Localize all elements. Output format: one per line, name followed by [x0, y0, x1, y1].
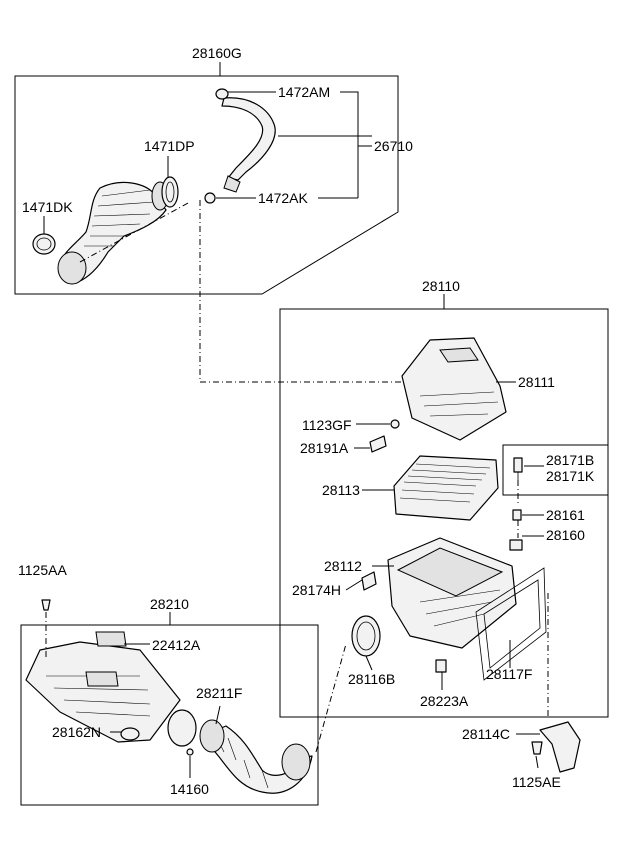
bolt-1125AA [41, 599, 51, 611]
part-label-1472AM: 1472AM [278, 84, 330, 100]
part-label-1472AK: 1472AK [258, 190, 308, 206]
part-label-28110: 28110 [422, 278, 460, 294]
duct-28116B [351, 615, 381, 657]
leader-1472AM [228, 91, 359, 198]
sensor-28171B [513, 457, 523, 480]
clamp-1472AM [215, 88, 229, 100]
breather-hose-26710 [221, 97, 276, 193]
air-filter-element-28113 [393, 455, 499, 521]
clamp-1471DK [32, 233, 56, 255]
part-label-1125AA: 1125AA [18, 562, 67, 578]
rubber-mount-28160 [509, 539, 523, 551]
hose-28211F [199, 719, 313, 794]
part-label-26710: 26710 [374, 138, 413, 154]
part-label-28171K: 28171K [546, 468, 595, 484]
part-label-28160G: 28160G [192, 45, 242, 61]
part-label-1471DP: 1471DP [144, 138, 195, 154]
part-label-28116B: 28116B [348, 671, 395, 687]
leader-1125AE [535, 755, 539, 769]
part-label-28211F: 28211F [196, 685, 242, 701]
part-label-1471DK: 1471DK [22, 199, 73, 215]
part-label-28114C: 28114C [462, 726, 510, 742]
label-22412A [85, 631, 127, 687]
bolt-1125AE [531, 741, 543, 755]
part-label-28223A: 28223A [420, 693, 469, 709]
air-duct-28210 [25, 641, 181, 743]
part-label-28162N: 28162N [52, 724, 101, 740]
assembly-frame-28160G [14, 75, 399, 295]
bracket-28223A [435, 659, 447, 673]
part-label-28112: 28112 [324, 558, 362, 574]
part-label-28191A: 28191A [300, 440, 349, 456]
air-cleaner-cover-28111 [401, 337, 507, 441]
part-label-22412A: 22412A [152, 637, 201, 653]
part-label-1123GF: 1123GF [302, 417, 352, 433]
part-label-28171B: 28171B [546, 452, 594, 468]
part-label-28174H: 28174H [292, 582, 341, 598]
part-label-14160: 14160 [170, 781, 209, 797]
clip-28191A [369, 435, 387, 453]
part-label-28160: 28160 [546, 527, 585, 543]
part-label-28113: 28113 [322, 482, 360, 498]
gasket-28117F [475, 567, 547, 681]
assembly-frame-28210 [20, 624, 319, 806]
clamp-1471DP [161, 176, 179, 208]
part-label-28117F: 28117F [486, 666, 532, 682]
leader-28211F [215, 705, 221, 725]
clamp-14160 [186, 748, 194, 756]
duct-connector [167, 709, 197, 747]
bolt-1123GF [390, 419, 400, 429]
dash-line-hose-to-clamp [79, 201, 191, 263]
intake-hose-upper [57, 181, 169, 285]
part-label-28111: 28111 [518, 374, 555, 390]
leader-28116B [365, 655, 373, 671]
leader-28174H [345, 579, 363, 591]
resonator-28162N [120, 727, 140, 741]
dash-line-clamp-to-cover [199, 200, 402, 383]
sub-frame-sensor [502, 444, 609, 496]
dash-line-duct-to-cleaner [315, 643, 347, 753]
part-label-1125AE: 1125AE [512, 774, 561, 790]
grommet-28161 [512, 509, 522, 521]
bracket-28114C [539, 721, 581, 773]
part-label-28210: 28210 [150, 596, 189, 612]
clip-28174H [361, 571, 377, 591]
air-cleaner-body-28112 [387, 537, 517, 649]
clamp-1472AK [204, 192, 216, 204]
leader-26710 [278, 135, 372, 147]
part-label-28161: 28161 [546, 507, 585, 523]
